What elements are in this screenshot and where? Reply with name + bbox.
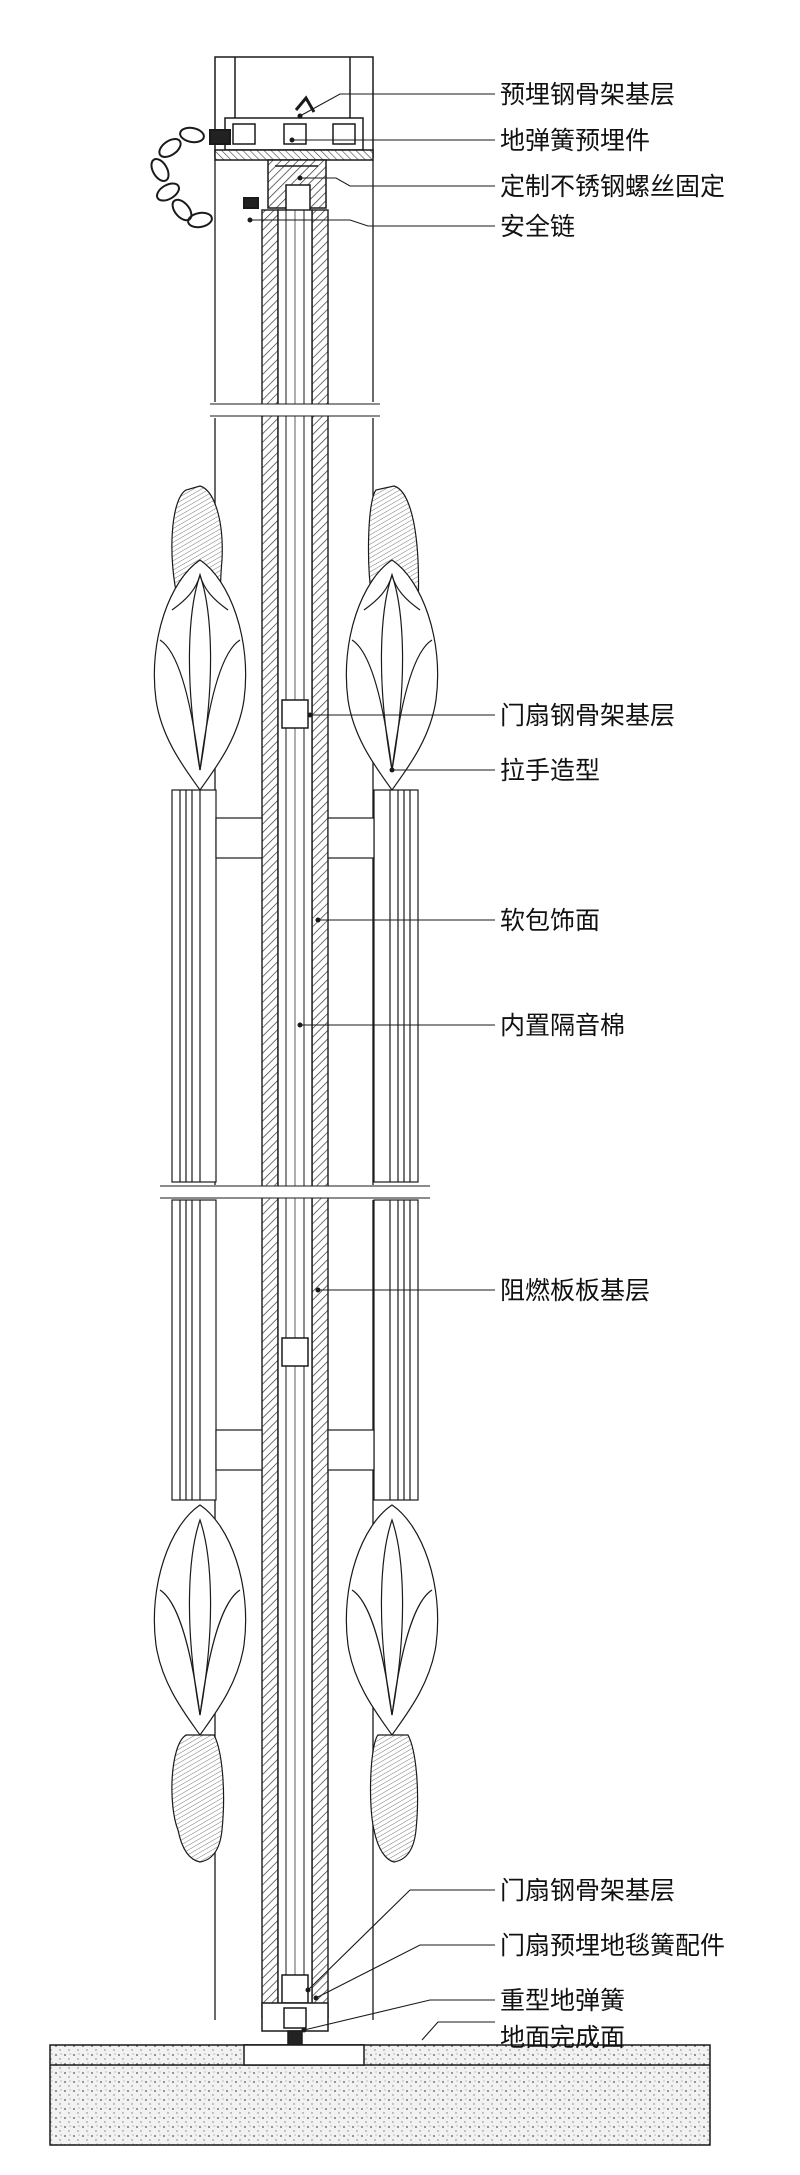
label-stainless-screw-fixing: 定制不锈钢螺丝固定 bbox=[500, 172, 725, 201]
label-finished-floor: 地面完成面 bbox=[500, 2023, 625, 2052]
label-leaf-steel-frame: 门扇钢骨架基层 bbox=[500, 701, 675, 730]
label-floor-spring-embedded: 地弹簧预埋件 bbox=[500, 126, 650, 155]
label-carpet-spring-fitting: 门扇预埋地毯簧配件 bbox=[500, 1931, 725, 1960]
floor-slab bbox=[49, 2044, 711, 2146]
leader-dots bbox=[247, 113, 395, 2033]
top-frame bbox=[214, 56, 374, 161]
label-safety-chain: 安全链 bbox=[500, 212, 575, 241]
label-pre-embedded-steel-frame: 预埋钢骨架基层 bbox=[500, 80, 675, 109]
label-soft-upholstery: 软包饰面 bbox=[500, 906, 600, 935]
top-pivot bbox=[267, 159, 327, 212]
label-leaf-steel-frame-bottom: 门扇钢骨架基层 bbox=[500, 1876, 675, 1905]
break-marks bbox=[160, 403, 430, 1199]
label-fire-retardant-board: 阻燃板板基层 bbox=[500, 1276, 650, 1305]
label-heavy-floor-spring: 重型地弹簧 bbox=[500, 1986, 625, 2015]
door-leaf bbox=[261, 209, 329, 2019]
steel-blocks bbox=[281, 699, 309, 2004]
safety-chain bbox=[150, 126, 259, 229]
label-sound-insulation: 内置隔音棉 bbox=[500, 1011, 625, 1040]
handle-left bbox=[153, 485, 263, 1863]
leader-lines bbox=[250, 93, 495, 2041]
handle-right bbox=[327, 485, 439, 1863]
break-lines bbox=[150, 404, 440, 1198]
label-handle-shape: 拉手造型 bbox=[500, 756, 600, 785]
annotations: 预埋钢骨架基层 地弹簧预埋件 定制不锈钢螺丝固定 安全链 门扇钢骨架基层 拉手造… bbox=[500, 80, 725, 2052]
